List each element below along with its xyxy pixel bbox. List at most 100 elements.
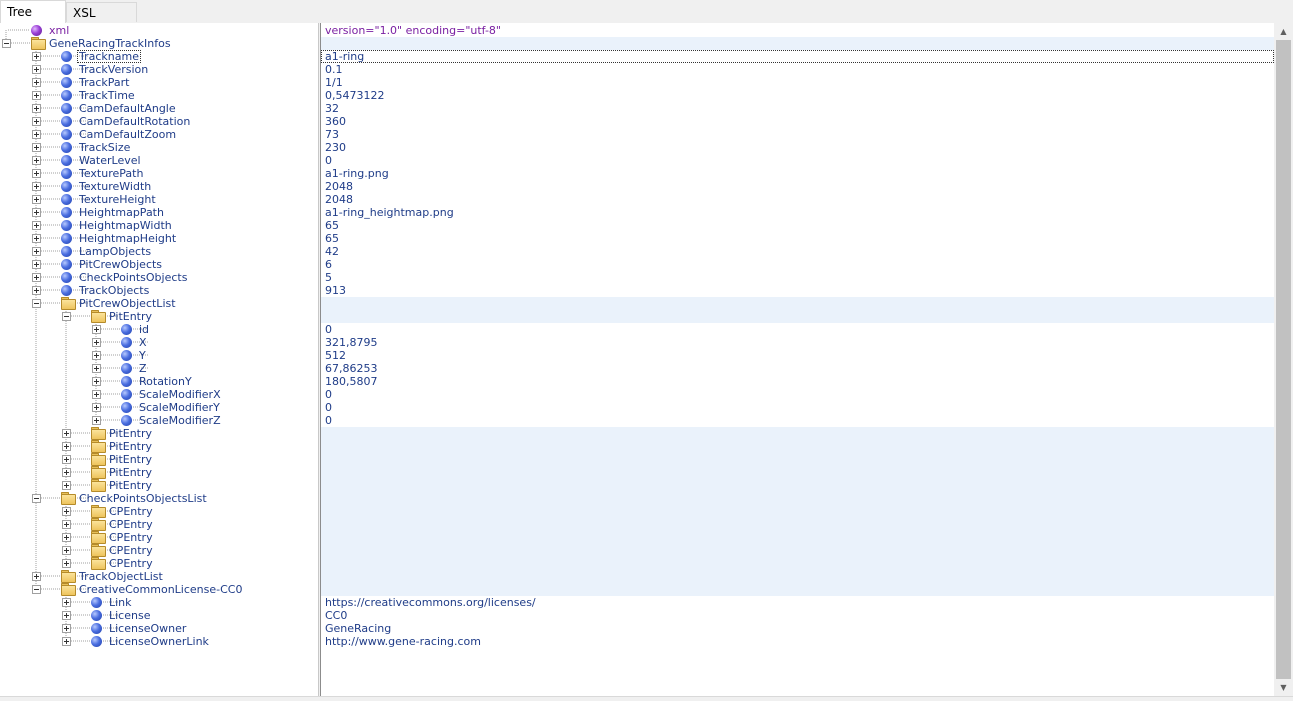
expand-plus-icon[interactable]: [62, 533, 71, 542]
tree-row-generacingtrackinfos[interactable]: GeneRacingTrackInfos: [0, 37, 318, 50]
tree-row-pitentry[interactable]: PitEntry: [0, 310, 318, 323]
tree-row-heightmapheight[interactable]: HeightmapHeight: [0, 232, 318, 245]
tree-row-camdefaultrotation[interactable]: CamDefaultRotation: [0, 115, 318, 128]
value-row-trackpart[interactable]: 1/1: [321, 76, 1274, 89]
tree-row-tracksize[interactable]: TrackSize: [0, 141, 318, 154]
value-row-heightmapheight[interactable]: 65: [321, 232, 1274, 245]
value-row-checkpointsobjects[interactable]: 5: [321, 271, 1274, 284]
expand-plus-icon[interactable]: [62, 507, 71, 516]
expand-plus-icon[interactable]: [62, 520, 71, 529]
value-row-lampobjects[interactable]: 42: [321, 245, 1274, 258]
collapse-minus-icon[interactable]: [62, 312, 71, 321]
value-row-creativecommonlicense-cc0[interactable]: [321, 583, 1274, 596]
tree-row-rotationy[interactable]: RotationY: [0, 375, 318, 388]
value-row-pitentry[interactable]: [321, 453, 1274, 466]
value-row-texturepath[interactable]: a1-ring.png: [321, 167, 1274, 180]
tree-row-creativecommonlicense-cc0[interactable]: CreativeCommonLicense-CC0: [0, 583, 318, 596]
value-row-trackobjects[interactable]: 913: [321, 284, 1274, 297]
tree-row-waterlevel[interactable]: WaterLevel: [0, 154, 318, 167]
tree-row-pitentry[interactable]: PitEntry: [0, 466, 318, 479]
tree-row-scalemodifierz[interactable]: ScaleModifierZ: [0, 414, 318, 427]
tree-row-cpentry[interactable]: CPEntry: [0, 557, 318, 570]
value-row-camdefaultrotation[interactable]: 360: [321, 115, 1274, 128]
value-row-texturewidth[interactable]: 2048: [321, 180, 1274, 193]
expand-plus-icon[interactable]: [32, 143, 41, 152]
value-row-pitentry[interactable]: [321, 479, 1274, 492]
value-row-tracksize[interactable]: 230: [321, 141, 1274, 154]
expand-plus-icon[interactable]: [92, 390, 101, 399]
expand-plus-icon[interactable]: [62, 481, 71, 490]
tree-row-trackobjects[interactable]: TrackObjects: [0, 284, 318, 297]
scroll-down-arrow-icon[interactable]: ▼: [1280, 683, 1287, 692]
expand-plus-icon[interactable]: [32, 104, 41, 113]
tree-row-trackpart[interactable]: TrackPart: [0, 76, 318, 89]
tree-row-textureheight[interactable]: TextureHeight: [0, 193, 318, 206]
value-row-heightmapwidth[interactable]: 65: [321, 219, 1274, 232]
expand-plus-icon[interactable]: [32, 572, 41, 581]
value-row-pitcrewobjects[interactable]: 6: [321, 258, 1274, 271]
tree-row-pitentry[interactable]: PitEntry: [0, 453, 318, 466]
value-row-y[interactable]: 512: [321, 349, 1274, 362]
pane-splitter[interactable]: [318, 23, 321, 696]
value-row-trackobjectlist[interactable]: [321, 570, 1274, 583]
expand-plus-icon[interactable]: [92, 403, 101, 412]
expand-plus-icon[interactable]: [32, 247, 41, 256]
expand-plus-icon[interactable]: [92, 338, 101, 347]
expand-plus-icon[interactable]: [32, 91, 41, 100]
tree-row-heightmappath[interactable]: HeightmapPath: [0, 206, 318, 219]
value-row-pitentry[interactable]: [321, 310, 1274, 323]
value-row-xml-declaration[interactable]: version="1.0" encoding="utf-8": [321, 24, 1274, 37]
tree-row-pitentry[interactable]: PitEntry: [0, 427, 318, 440]
expand-plus-icon[interactable]: [32, 117, 41, 126]
expand-plus-icon[interactable]: [32, 208, 41, 217]
tree-row-trackversion[interactable]: TrackVersion: [0, 63, 318, 76]
tree-row-y[interactable]: Y: [0, 349, 318, 362]
tree-row-camdefaultzoom[interactable]: CamDefaultZoom: [0, 128, 318, 141]
tree-row-cpentry[interactable]: CPEntry: [0, 505, 318, 518]
tree-row-checkpointsobjectslist[interactable]: CheckPointsObjectsList: [0, 492, 318, 505]
tree-row-scalemodifiery[interactable]: ScaleModifierY: [0, 401, 318, 414]
tree-row-trackobjectlist[interactable]: TrackObjectList: [0, 570, 318, 583]
expand-plus-icon[interactable]: [32, 273, 41, 282]
expand-plus-icon[interactable]: [62, 598, 71, 607]
tree-row-cpentry[interactable]: CPEntry: [0, 544, 318, 557]
expand-plus-icon[interactable]: [92, 325, 101, 334]
tree-row-pitcrewobjectlist[interactable]: PitCrewObjectList: [0, 297, 318, 310]
value-row-pitentry[interactable]: [321, 440, 1274, 453]
expand-plus-icon[interactable]: [62, 455, 71, 464]
value-row-pitentry[interactable]: [321, 466, 1274, 479]
tree-row-licenseowner[interactable]: LicenseOwner: [0, 622, 318, 635]
expand-plus-icon[interactable]: [62, 429, 71, 438]
tree-row-x[interactable]: X: [0, 336, 318, 349]
value-row-pitentry[interactable]: [321, 427, 1274, 440]
value-row-cpentry[interactable]: [321, 557, 1274, 570]
expand-plus-icon[interactable]: [62, 559, 71, 568]
expand-plus-icon[interactable]: [62, 611, 71, 620]
tree-row-heightmapwidth[interactable]: HeightmapWidth: [0, 219, 318, 232]
expand-plus-icon[interactable]: [62, 637, 71, 646]
collapse-minus-icon[interactable]: [32, 299, 41, 308]
collapse-minus-icon[interactable]: [32, 585, 41, 594]
value-row-scalemodifiery[interactable]: 0: [321, 401, 1274, 414]
tree-row-tracktime[interactable]: TrackTime: [0, 89, 318, 102]
expand-plus-icon[interactable]: [32, 182, 41, 191]
expand-plus-icon[interactable]: [92, 351, 101, 360]
value-row-waterlevel[interactable]: 0: [321, 154, 1274, 167]
value-row-z[interactable]: 67,86253: [321, 362, 1274, 375]
value-row-camdefaultzoom[interactable]: 73: [321, 128, 1274, 141]
scroll-thumb[interactable]: [1276, 40, 1291, 679]
value-row-cpentry[interactable]: [321, 544, 1274, 557]
value-row-license[interactable]: CC0: [321, 609, 1274, 622]
expand-plus-icon[interactable]: [32, 234, 41, 243]
expand-plus-icon[interactable]: [92, 416, 101, 425]
tab-xsl-output[interactable]: XSL Output: [66, 2, 137, 40]
expand-plus-icon[interactable]: [62, 546, 71, 555]
expand-plus-icon[interactable]: [92, 364, 101, 373]
tree-row-licenseownerlink[interactable]: LicenseOwnerLink: [0, 635, 318, 648]
value-row-rotationy[interactable]: 180,5807: [321, 375, 1274, 388]
expand-plus-icon[interactable]: [32, 195, 41, 204]
tree-row-texturepath[interactable]: TexturePath: [0, 167, 318, 180]
value-row-cpentry[interactable]: [321, 518, 1274, 531]
tree-row-texturewidth[interactable]: TextureWidth: [0, 180, 318, 193]
